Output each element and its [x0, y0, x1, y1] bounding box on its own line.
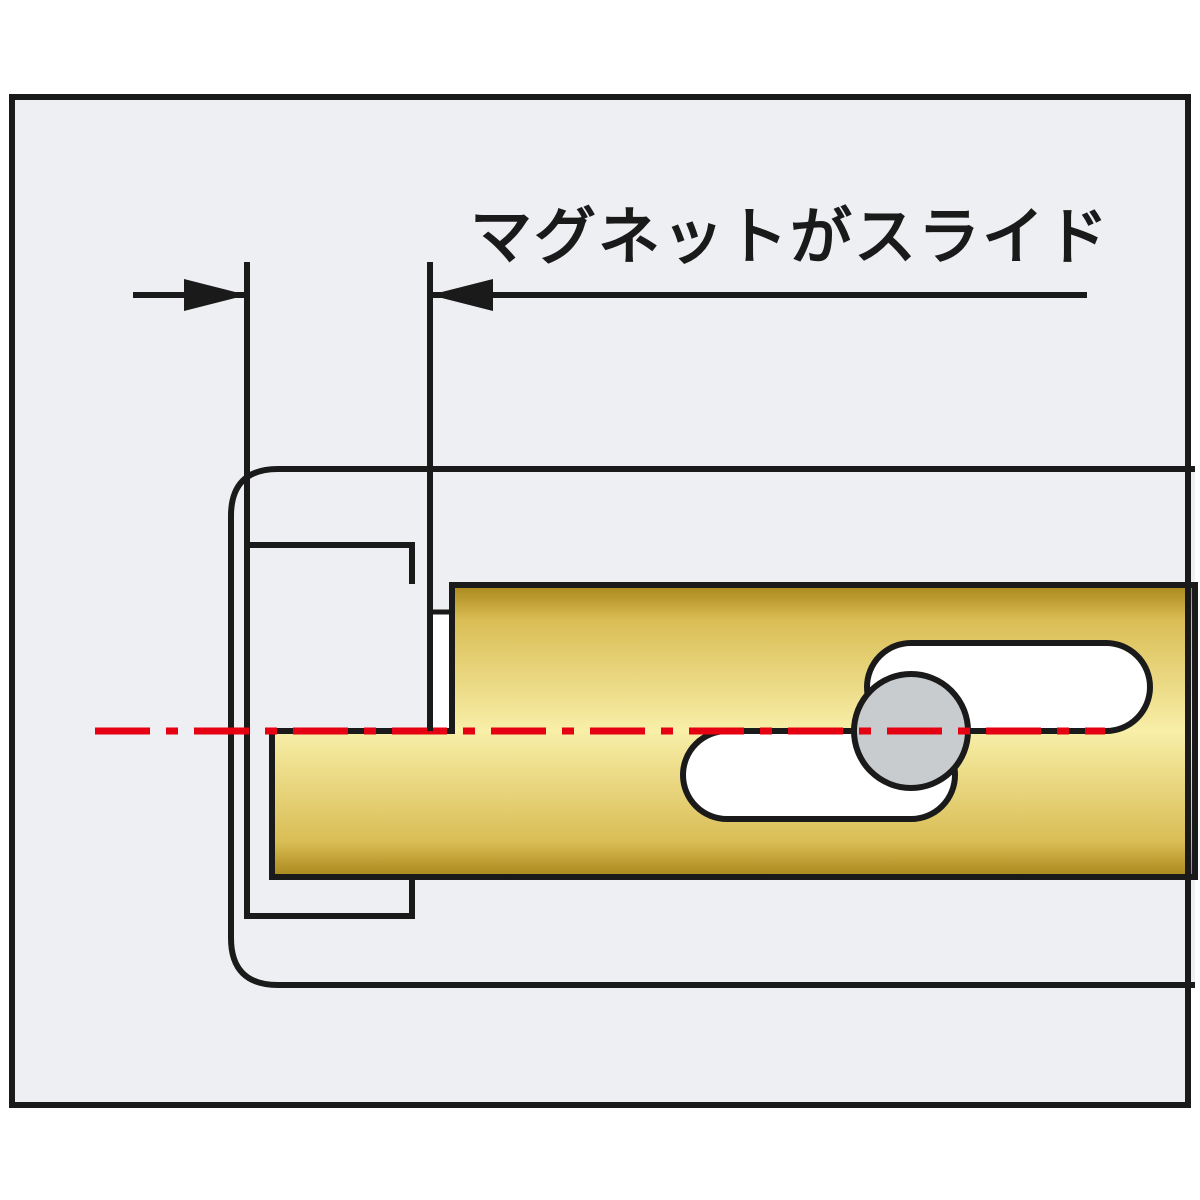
dimension-arrow-right [430, 279, 493, 311]
dimension-arrow-left [184, 279, 247, 311]
frame-border [9, 94, 1191, 1108]
slide-label: マグネットがスライド [470, 200, 1110, 273]
